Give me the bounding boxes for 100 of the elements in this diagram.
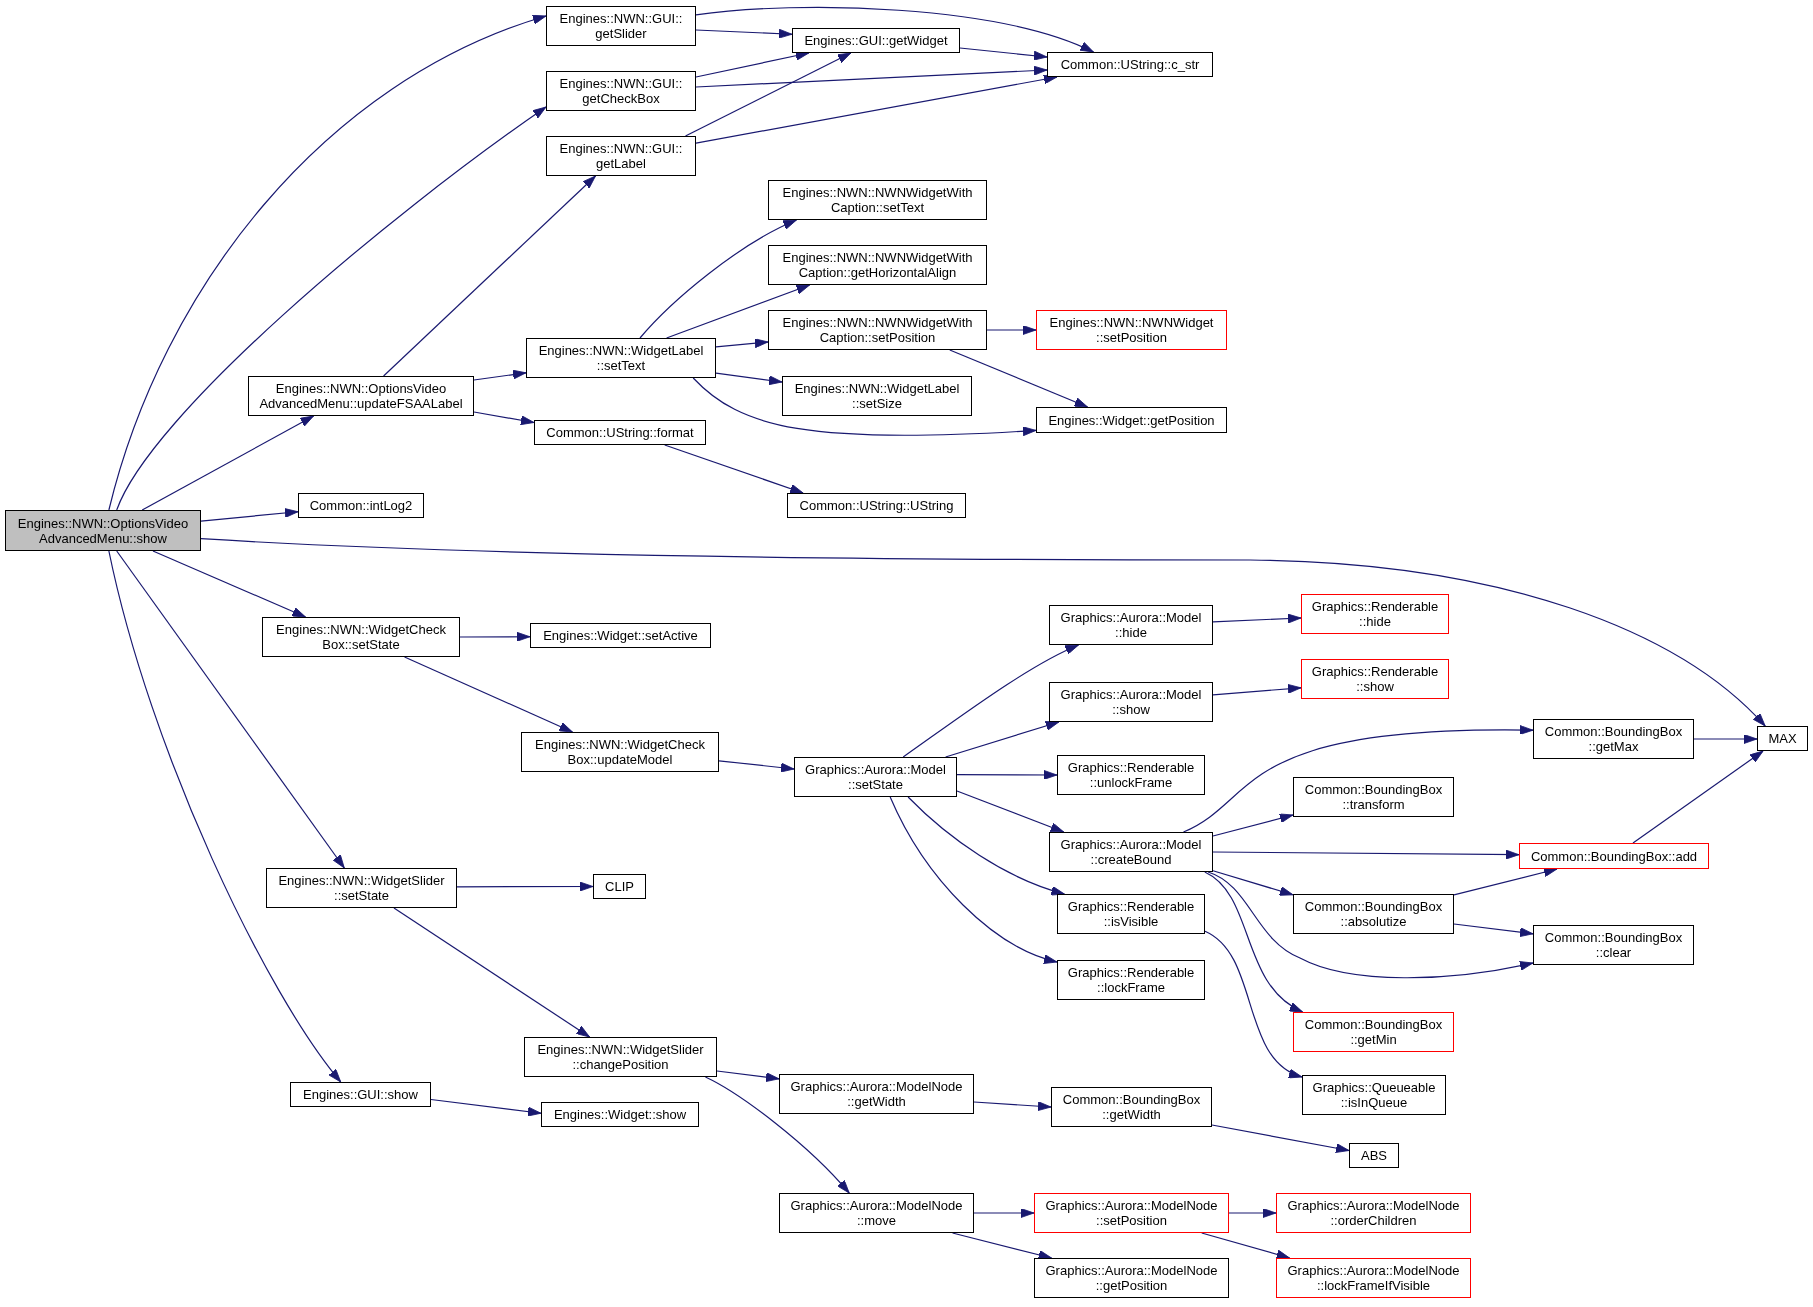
function-node bbox=[794, 757, 957, 797]
function-name: Common::UString::c_str bbox=[1060, 57, 1200, 72]
function-node bbox=[1036, 310, 1227, 350]
function-node bbox=[534, 420, 706, 445]
function-name: Engines::NWN::WidgetCheck Box::setState bbox=[275, 622, 447, 652]
function-node bbox=[546, 6, 696, 46]
call-arrow bbox=[1453, 923, 1534, 938]
function-name: Graphics::Renderable ::lockFrame bbox=[1066, 965, 1196, 995]
function-node bbox=[546, 136, 696, 176]
function-node bbox=[524, 1037, 717, 1077]
function-node bbox=[1293, 894, 1454, 934]
function-name: Graphics::Aurora::ModelNode ::setPosition bbox=[1044, 1198, 1219, 1228]
call-arrow bbox=[459, 631, 531, 642]
call-arrow bbox=[639, 219, 798, 339]
function-node bbox=[521, 732, 719, 772]
call-arrow bbox=[716, 1070, 780, 1083]
call-arrow bbox=[715, 372, 783, 386]
call-arrow bbox=[393, 907, 591, 1038]
call-arrow bbox=[1182, 725, 1534, 833]
call-arrow bbox=[664, 444, 804, 494]
function-node bbox=[1276, 1193, 1471, 1233]
call-arrow bbox=[695, 74, 1058, 144]
function-name: Graphics::Aurora::ModelNode ::move bbox=[789, 1198, 964, 1228]
call-arrow bbox=[1212, 870, 1294, 896]
call-arrow bbox=[1201, 1232, 1291, 1260]
call-arrow bbox=[907, 796, 1065, 896]
function-name: Common::BoundingBox ::getWidth bbox=[1061, 1092, 1202, 1122]
function-node bbox=[792, 28, 960, 53]
call-arrow bbox=[951, 1232, 1053, 1260]
function-name: Graphics::Renderable ::unlockFrame bbox=[1066, 760, 1196, 790]
call-arrow bbox=[718, 760, 795, 773]
function-node bbox=[1302, 1075, 1446, 1115]
function-name: Engines::NWN::WidgetLabel ::setText bbox=[537, 343, 705, 373]
function-node bbox=[1057, 894, 1205, 934]
function-node bbox=[530, 623, 711, 648]
function-node bbox=[768, 180, 987, 220]
function-node bbox=[1519, 843, 1709, 869]
function-name: Engines::NWN::NWNWidgetWith Caption::setPosition bbox=[781, 315, 974, 345]
function-node bbox=[1047, 52, 1213, 77]
call-arrow bbox=[108, 550, 342, 1083]
function-name: Common::BoundingBox ::getMin bbox=[1303, 1017, 1444, 1047]
function-name: Engines::Widget::setActive bbox=[543, 628, 698, 643]
call-arrow bbox=[383, 175, 597, 377]
call-arrow bbox=[695, 28, 793, 39]
function-name: Engines::NWN::GUI:: getCheckBox bbox=[558, 76, 684, 106]
function-node bbox=[1049, 605, 1213, 645]
function-node bbox=[782, 376, 972, 416]
function-node bbox=[541, 1102, 699, 1127]
function-node bbox=[546, 71, 696, 111]
function-name: Graphics::Queueable ::isInQueue bbox=[1311, 1080, 1437, 1110]
function-name: Graphics::Renderable ::show bbox=[1310, 664, 1440, 694]
function-name: Graphics::Aurora::Model ::createBound bbox=[1059, 837, 1203, 867]
function-node bbox=[290, 1082, 431, 1107]
function-name: Engines::NWN::WidgetCheck Box::updateModel bbox=[534, 737, 706, 767]
function-name: Graphics::Aurora::Model ::show bbox=[1059, 687, 1203, 717]
call-arrow bbox=[456, 881, 594, 892]
function-node bbox=[1057, 960, 1205, 1000]
call-arrow bbox=[986, 325, 1037, 335]
function-name: Engines::NWN::GUI:: getLabel bbox=[558, 141, 684, 171]
call-arrow bbox=[1212, 813, 1294, 837]
function-name: Graphics::Aurora::Model ::setState bbox=[804, 762, 947, 792]
call-arrow bbox=[889, 796, 1058, 964]
function-name: Common::BoundingBox ::absolutize bbox=[1303, 899, 1444, 929]
call-arrow bbox=[973, 1101, 1052, 1112]
function-node bbox=[593, 874, 646, 899]
call-arrow bbox=[1211, 1124, 1350, 1153]
function-node bbox=[1057, 755, 1205, 795]
function-node bbox=[1533, 925, 1694, 965]
function-node bbox=[1757, 726, 1808, 751]
function-name: Engines::GUI::show bbox=[303, 1087, 418, 1102]
call-arrow bbox=[116, 106, 547, 511]
function-name: ABS bbox=[1361, 1148, 1387, 1163]
function-node bbox=[1034, 1193, 1229, 1233]
function-node bbox=[1049, 832, 1213, 872]
function-name: Engines::NWN::WidgetLabel ::setSize bbox=[793, 381, 961, 411]
function-node bbox=[262, 617, 460, 657]
function-name: Common::BoundingBox ::clear bbox=[1543, 930, 1684, 960]
function-node bbox=[1293, 777, 1454, 817]
function-name: MAX bbox=[1768, 731, 1797, 746]
function-name: Graphics::Renderable ::hide bbox=[1310, 599, 1440, 629]
function-name: Engines::NWN::NWNWidgetWith Caption::getHorizontalAlign bbox=[781, 250, 974, 280]
function-node bbox=[298, 493, 424, 518]
function-node bbox=[5, 510, 201, 551]
call-arrow bbox=[715, 338, 769, 349]
function-name: Common::BoundingBox ::getMax bbox=[1543, 724, 1684, 754]
function-name: CLIP bbox=[605, 879, 634, 894]
function-node bbox=[1036, 407, 1227, 433]
function-node bbox=[1301, 594, 1449, 634]
function-name: Graphics::Aurora::Model ::hide bbox=[1059, 610, 1203, 640]
call-arrow bbox=[945, 721, 1060, 758]
function-node bbox=[526, 338, 716, 378]
function-node bbox=[1049, 682, 1213, 722]
function-node bbox=[1293, 1012, 1454, 1052]
call-arrow bbox=[200, 538, 1766, 727]
function-node bbox=[1034, 1258, 1229, 1298]
function-node bbox=[266, 868, 457, 908]
call-arrow bbox=[704, 1076, 850, 1194]
function-name: Common::BoundingBox ::transform bbox=[1303, 782, 1444, 812]
call-arrow bbox=[1204, 930, 1303, 1078]
function-node bbox=[1533, 719, 1694, 759]
